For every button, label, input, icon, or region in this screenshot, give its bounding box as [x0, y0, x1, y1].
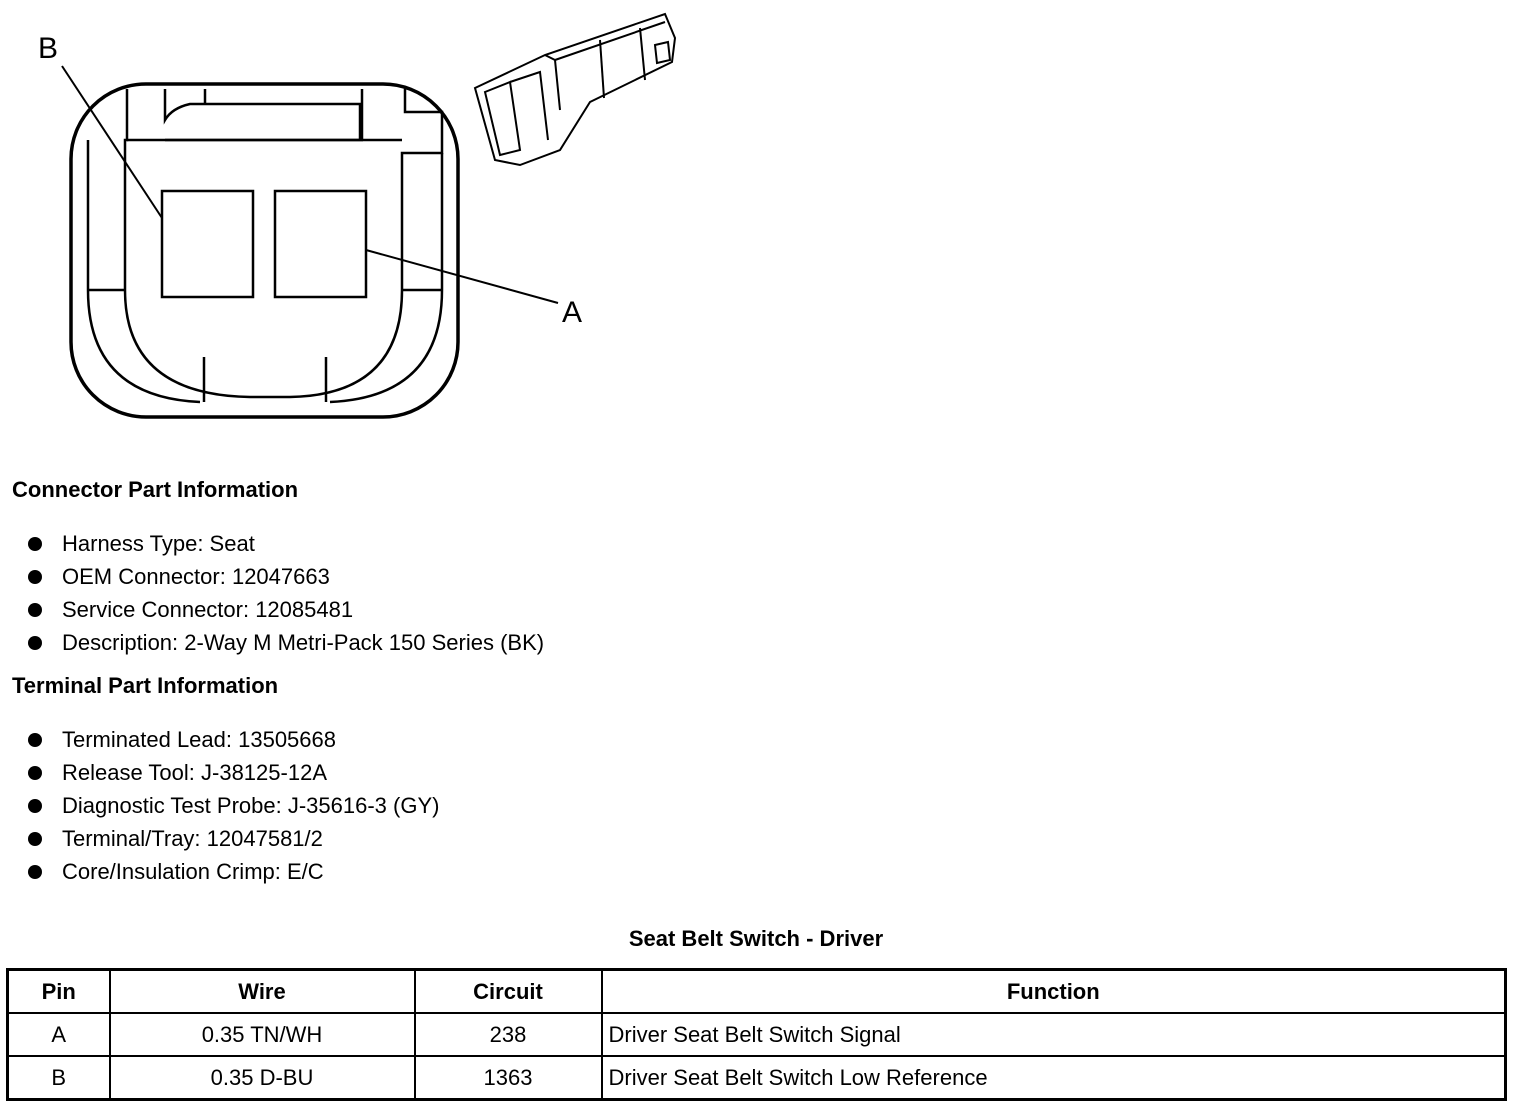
- list-item-text: Description: 2-Way M Metri-Pack 150 Seri…: [62, 630, 545, 655]
- connector-info-title: Connector Part Information: [12, 477, 299, 502]
- connector-3d-icon: [473, 12, 677, 167]
- list-item: Core/Insulation Crimp: E/C: [28, 855, 439, 888]
- cell-wire: 0.35 TN/WH: [108, 1012, 416, 1057]
- table-row: A 0.35 TN/WH 238 Driver Seat Belt Switch…: [6, 1012, 1507, 1057]
- bullet-icon: [28, 765, 42, 780]
- list-item-text: Service Connector: 12085481: [62, 597, 354, 622]
- list-item-text: OEM Connector: 12047663: [62, 564, 330, 589]
- list-item-text: Diagnostic Test Probe: J-35616-3 (GY): [62, 793, 440, 818]
- cell-pin: B: [6, 1055, 111, 1101]
- header-wire: Wire: [108, 968, 416, 1014]
- list-item: OEM Connector: 12047663: [28, 560, 544, 593]
- cell-wire: 0.35 D-BU: [108, 1055, 416, 1101]
- bullet-icon: [28, 864, 42, 879]
- bullet-icon: [28, 569, 42, 584]
- list-item: Terminal/Tray: 12047581/2: [28, 822, 439, 855]
- list-item: Terminated Lead: 13505668: [28, 723, 439, 756]
- pin-b-callout: B: [38, 32, 58, 65]
- pin-table-header-row: Pin Wire Circuit Function: [6, 968, 1507, 1014]
- cavity-a: [273, 189, 368, 299]
- list-item: Description: 2-Way M Metri-Pack 150 Seri…: [28, 626, 544, 659]
- pin-a-callout: A: [562, 296, 582, 329]
- list-item-text: Release Tool: J-38125-12A: [62, 760, 327, 785]
- bullet-icon: [28, 536, 42, 551]
- list-item-text: Terminated Lead: 13505668: [62, 727, 336, 752]
- list-item-text: Harness Type: Seat: [62, 531, 255, 556]
- list-item: Release Tool: J-38125-12A: [28, 756, 439, 789]
- header-pin: Pin: [6, 968, 111, 1014]
- bullet-icon: [28, 798, 42, 813]
- header-circuit: Circuit: [413, 968, 603, 1014]
- terminal-info-title: Terminal Part Information: [12, 673, 279, 698]
- connector-diagram: B A: [38, 12, 677, 419]
- list-item: Harness Type: Seat: [28, 527, 544, 560]
- cell-function: Driver Seat Belt Switch Low Reference: [600, 1055, 1507, 1101]
- list-item-text: Core/Insulation Crimp: E/C: [62, 859, 324, 884]
- list-item-text: Terminal/Tray: 12047581/2: [62, 826, 323, 851]
- cell-circuit: 1363: [413, 1055, 603, 1101]
- cell-function: Driver Seat Belt Switch Signal: [600, 1012, 1507, 1057]
- bullet-icon: [28, 732, 42, 747]
- cavity-b: [160, 189, 255, 299]
- header-function: Function: [600, 968, 1507, 1014]
- table-row: B 0.35 D-BU 1363 Driver Seat Belt Switch…: [6, 1055, 1507, 1101]
- list-item: Diagnostic Test Probe: J-35616-3 (GY): [28, 789, 439, 822]
- bullet-icon: [28, 635, 42, 650]
- cell-circuit: 238: [413, 1012, 603, 1057]
- pin-table-title: Seat Belt Switch - Driver: [628, 926, 884, 951]
- connector-face-drawing: [61, 65, 559, 419]
- pin-table: Pin Wire Circuit Function A 0.35 TN/WH 2…: [6, 968, 1507, 1101]
- list-item: Service Connector: 12085481: [28, 593, 544, 626]
- bullet-icon: [28, 831, 42, 846]
- cell-pin: A: [6, 1012, 111, 1057]
- bullet-icon: [28, 602, 42, 617]
